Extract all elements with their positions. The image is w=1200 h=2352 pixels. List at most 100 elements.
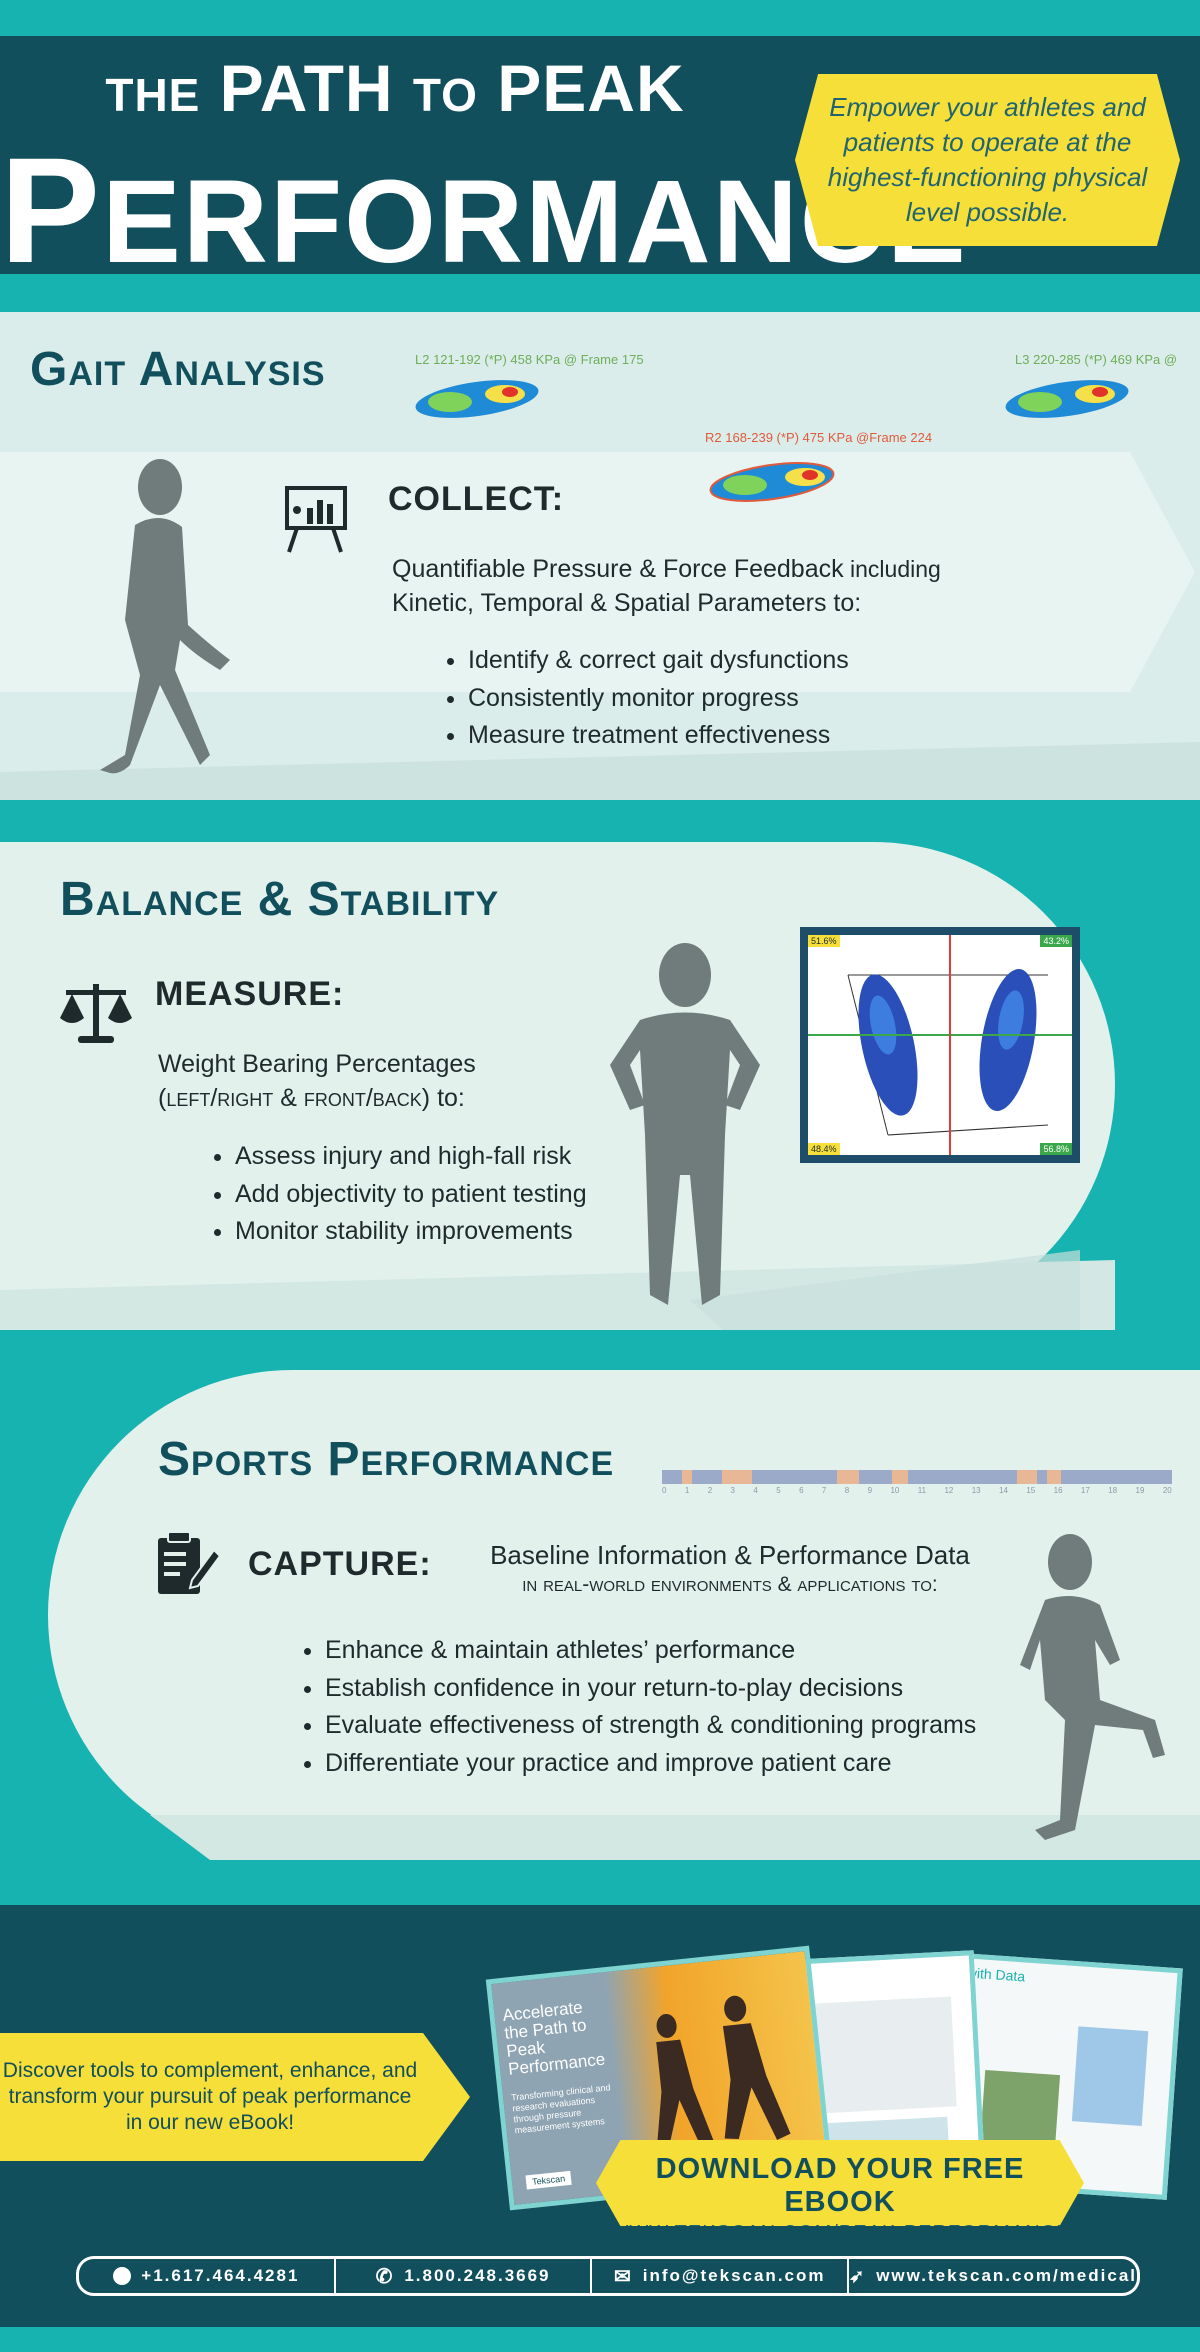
measure-intro-line2b: to: [430,1084,465,1112]
readout-top-right: 43.2% [1040,935,1072,947]
balance-floor-shadow [0,1250,1115,1330]
balance-footprints [808,935,1072,1155]
balance-bullet: Monitor stability improvements [235,1213,587,1251]
timeline-tick: 13 [971,1486,981,1495]
contact-website[interactable]: ➶ www.tekscan.com/medical [849,2259,1137,2293]
tagline-badge: Empower your athletes and patients to op… [795,74,1180,246]
runners-silhouette [656,1995,791,2148]
ebook-cover[interactable]: Accelerate the Path to Peak Performance … [485,1945,834,2211]
download-url[interactable]: WWW.TEKSCAN.COM/PEAK-PERFORMANCE [596,2222,1084,2226]
gait-bullet-list: Identify & correct gait dysfunctions Con… [428,642,849,755]
timeline-tick: 12 [944,1486,954,1495]
title-initial: P [0,126,103,294]
contact-text: 1.800.248.3669 [404,2266,551,2285]
capture-intro: Baseline Information & Performance Data … [470,1538,990,1598]
collect-heading: COLLECT: [388,480,565,518]
sports-bullet: Enhance & maintain athletes’ performance [325,1632,976,1670]
capture-intro-line2: in real-world environments & application… [522,1573,938,1596]
envelope-icon: ✉ [614,2265,633,2288]
clipboard-icon [158,1531,220,1594]
timeline-tick: 8 [844,1486,850,1495]
sports-bullet-list: Enhance & maintain athletes’ performance… [285,1632,976,1782]
sports-bullet: Evaluate effectiveness of strength & con… [325,1707,976,1745]
timeline-tick: 17 [1080,1486,1090,1495]
scales-icon [60,984,132,1043]
collect-intro-line2: Kinetic, Temporal & Spatial Parameters t… [392,589,862,617]
timeline-marker [682,1470,692,1484]
ebook-page-3-photo [1071,2026,1149,2126]
sports-bullet: Establish confidence in your return-to-p… [325,1670,976,1708]
readout-bottom-left: 48.4% [808,1143,840,1155]
sports-bullet: Differentiate your practice and improve … [325,1745,976,1783]
presentation-chart-icon [285,486,347,553]
phone-icon: ✆ [375,2265,395,2288]
ebook-cover-logo: Tekscan [525,2170,572,2190]
ebook-cover-title: Accelerate the Path to Peak Performance [501,1997,607,2079]
contact-international-phone[interactable]: +1.617.464.4281 [79,2259,336,2293]
measure-intro: Weight Bearing Percentages (left/right &… [158,1047,678,1115]
capture-intro-line1: Baseline Information & Performance Data [490,1540,970,1570]
contact-bar: +1.617.464.4281 ✆ 1.800.248.3669 ✉info@te… [76,2256,1140,2296]
scan-label-l2: L2 121-192 (*P) 458 KPa @ Frame 175 [415,352,644,367]
collect-intro-part1: Quantifiable Pressure & Force Feedback [392,555,844,583]
timeline-tick: 2 [707,1486,713,1495]
timeline-tick: 16 [1053,1486,1063,1495]
balance-bullet: Assess injury and high-fall risk [235,1138,587,1176]
balance-bullet-list: Assess injury and high-fall risk Add obj… [195,1138,587,1251]
pressure-scan-left-3 [1005,380,1129,418]
measure-heading: MEASURE: [155,975,345,1013]
pressure-scan-left-1 [415,380,539,418]
balance-title: Balance & Stability [60,873,500,926]
download-ebook-button[interactable]: DOWNLOAD YOUR FREE EBOOK WWW.TEKSCAN.COM… [596,2140,1084,2226]
timeline-marker [837,1470,859,1484]
walking-person-silhouette [100,459,230,774]
bottom-strip [0,2327,1200,2352]
top-strip [0,0,1200,36]
timeline-tick: 14 [999,1486,1008,1495]
timeline-tick: 5 [776,1486,781,1495]
timeline-marker [892,1470,908,1484]
gait-bullet: Measure treatment effectiveness [468,717,849,755]
title-line-2: PERFORMANCE [0,135,966,285]
timeline-tick: 1 [684,1486,690,1495]
timeline-tick: 10 [890,1486,900,1495]
measure-intro-line2a: (left/right & front/back) [158,1084,431,1112]
contact-toll-free-phone[interactable]: ✆ 1.800.248.3669 [336,2259,593,2293]
timeline-tick: 6 [799,1486,804,1495]
scan-label-r2: R2 168-239 (*P) 475 KPa @Frame 224 [705,430,933,445]
globe-phone-icon [113,2267,132,2285]
sports-section [48,1370,1200,1860]
pressure-scan-right-2 [709,462,835,502]
header-underline-strip [0,274,1200,312]
ebook-page-2-photo [811,1996,957,2114]
scan-label-l3: L3 220-285 (*P) 469 KPa @ [1015,352,1178,367]
capture-heading: CAPTURE: [248,1545,432,1583]
contact-text: www.tekscan.com/medical [876,2266,1137,2285]
balance-scan-display: 51.6% 43.2% 48.4% 56.8% [800,927,1080,1163]
balance-scan-canvas: 51.6% 43.2% 48.4% 56.8% [808,935,1072,1155]
readout-bottom-right: 56.8% [1040,1143,1072,1155]
ebook-cover-subtitle: Transforming clinical and research evalu… [510,2082,611,2136]
timeline-marker [722,1470,752,1484]
timeline-tick: 18 [1108,1486,1118,1495]
download-label: DOWNLOAD YOUR FREE EBOOK [655,2153,1025,2218]
timeline-tick: 9 [867,1486,873,1495]
readout-top-left: 51.6% [808,935,840,947]
ebook-page-3-photo [980,2069,1061,2150]
timeline-tick: 4 [753,1486,758,1495]
timeline-tick: 15 [1026,1486,1036,1495]
ebook-callout-text: Discover tools to complement, enhance, a… [2,2059,418,2134]
cursor-icon: ➶ [849,2265,867,2286]
timeline-tick: 20 [1162,1486,1172,1495]
measure-intro-line1: Weight Bearing Percentages [158,1050,476,1078]
collect-intro-part2: including [843,556,941,582]
sports-floor-shadow [150,1815,1200,1860]
gait-title: Gait Analysis [30,343,326,396]
contact-email[interactable]: ✉info@tekscan.com [592,2259,850,2293]
title-line-1: the PATH to PEAK [105,51,685,125]
gait-bullet: Identify & correct gait dysfunctions [468,642,849,680]
timeline-tick: 19 [1135,1486,1145,1495]
timeline-tick: 7 [821,1486,827,1495]
gait-bullet: Consistently monitor progress [468,680,849,718]
